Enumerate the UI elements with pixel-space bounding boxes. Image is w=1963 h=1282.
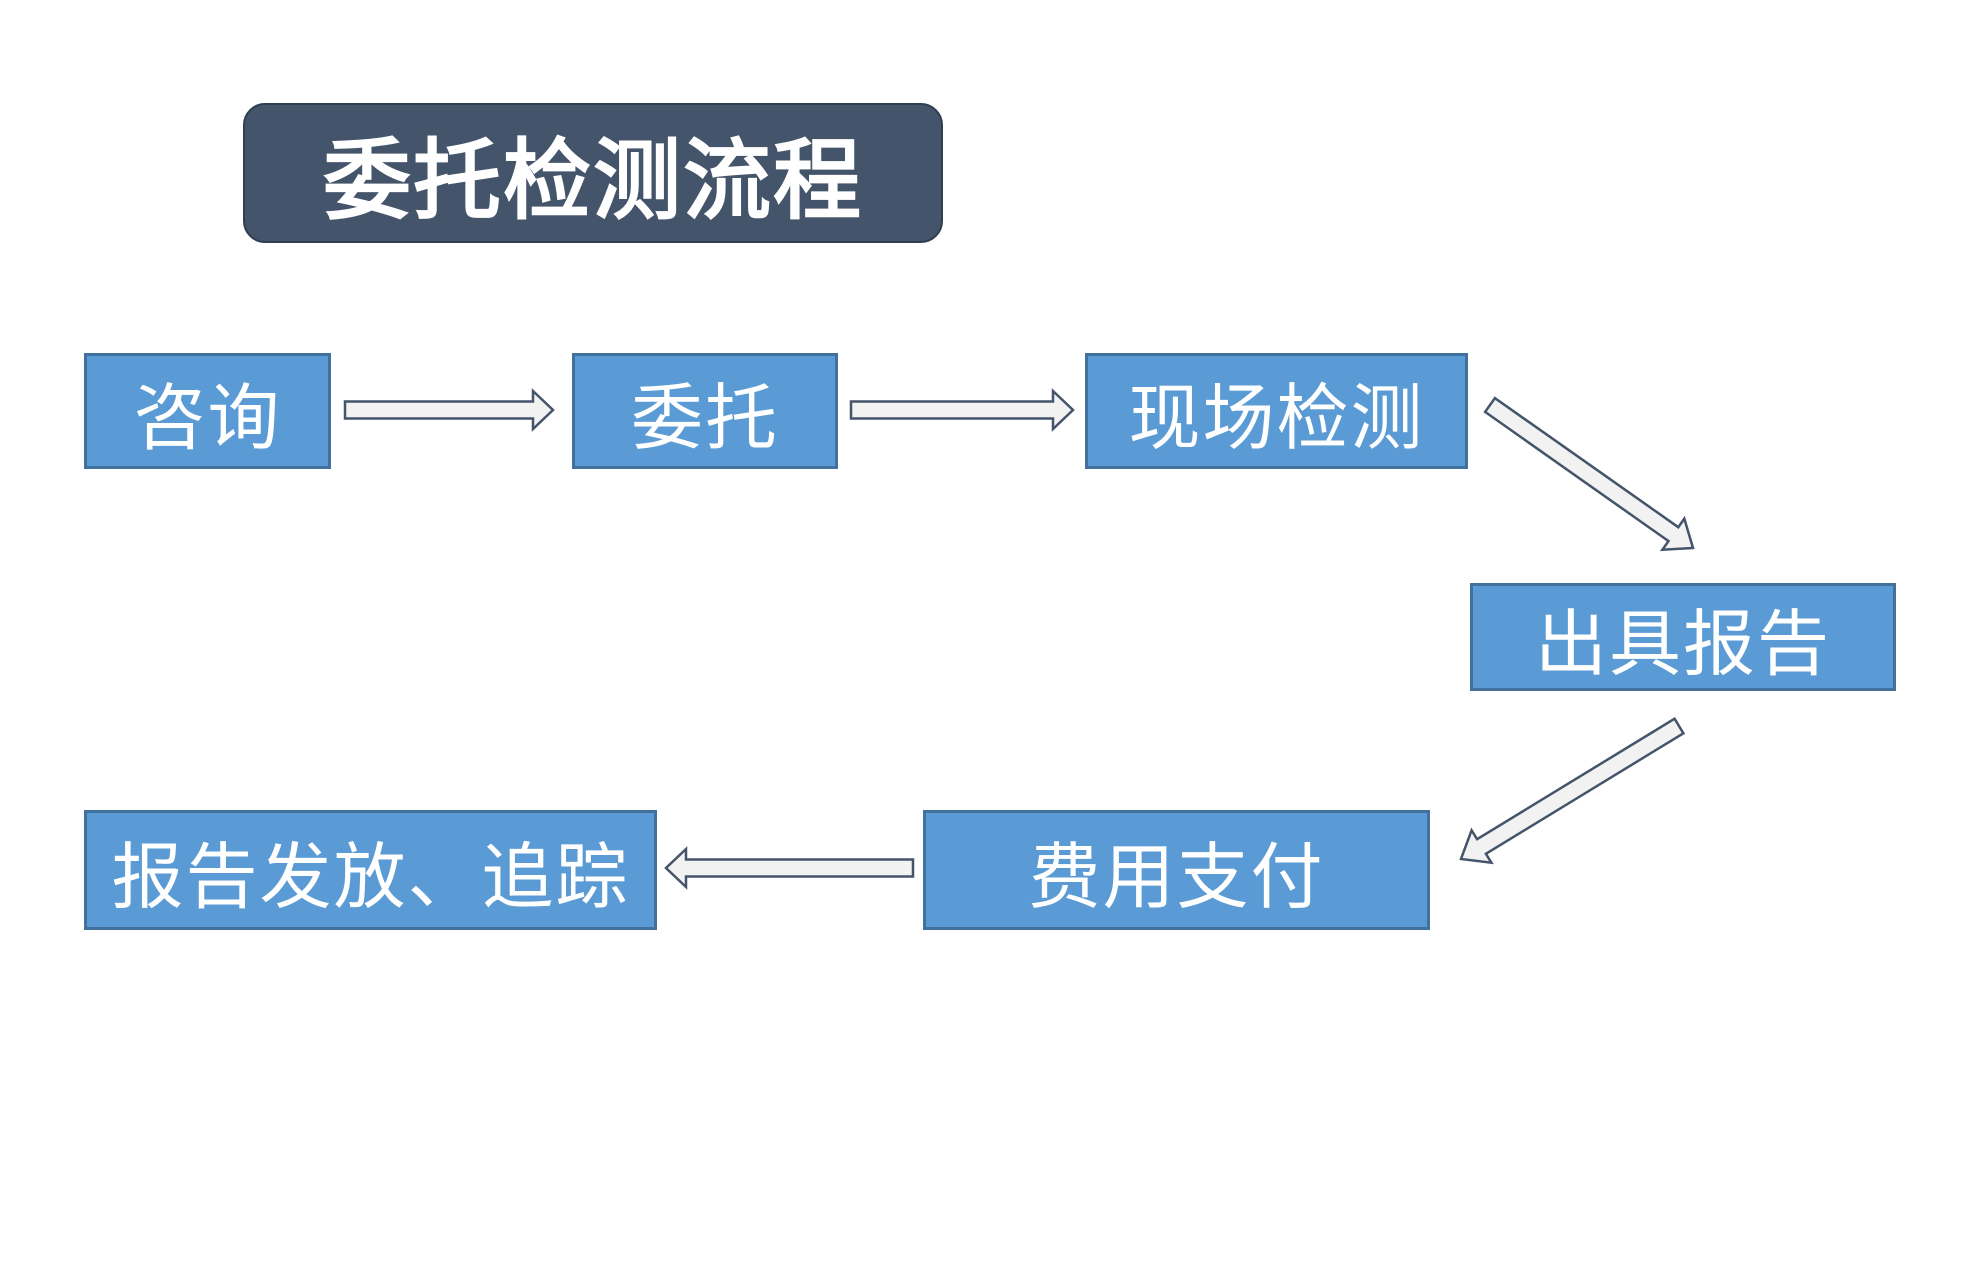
step-report-delivery: 报告发放、追踪 xyxy=(84,810,657,930)
arrow-report-to-payment xyxy=(1459,716,1686,865)
step-payment: 费用支付 xyxy=(923,810,1430,930)
step-entrust: 委托 xyxy=(572,353,838,469)
step-issue-report: 出具报告 xyxy=(1470,583,1896,691)
step-consult: 咨询 xyxy=(84,353,331,469)
arrow-payment-to-delivery xyxy=(664,846,915,890)
arrow-entrust-to-onsite xyxy=(849,388,1075,432)
arrow-onsite-to-report xyxy=(1483,396,1695,552)
arrow-consult-to-entrust xyxy=(343,388,555,432)
diagram-title: 委托检测流程 xyxy=(243,103,943,243)
step-onsite-testing: 现场检测 xyxy=(1085,353,1468,469)
